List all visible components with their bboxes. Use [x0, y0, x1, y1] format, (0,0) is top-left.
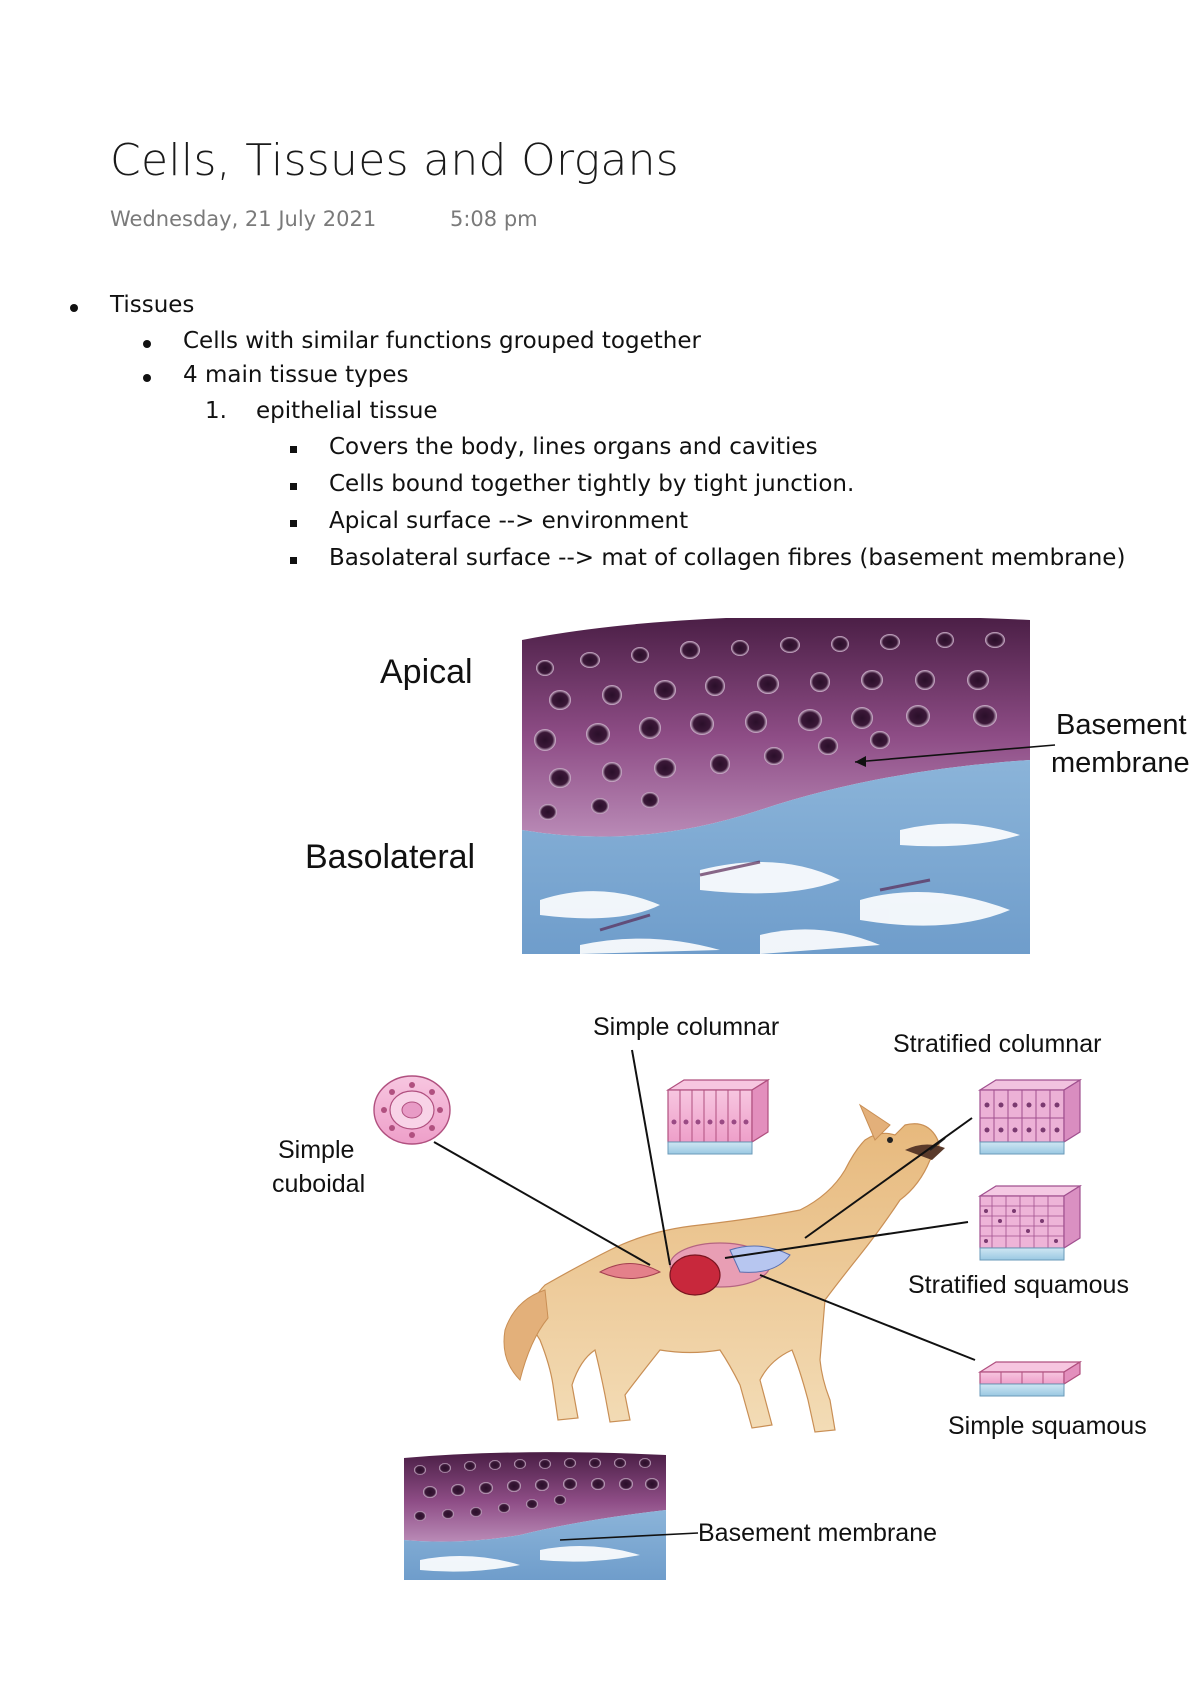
- label-basement-line2: membrane: [1051, 747, 1190, 779]
- note-level2: Cells with similar functions grouped tog…: [183, 328, 701, 354]
- simple-squamous-block-icon: [977, 1360, 1083, 1397]
- list-number: 1.: [205, 398, 227, 424]
- micrograph-small: [404, 1448, 666, 1580]
- label-basolateral: Basolateral: [305, 838, 475, 876]
- square-bullet-icon: [290, 446, 297, 453]
- page-title: Cells, Tissues and Organs: [110, 135, 679, 186]
- arrow-head-icon: [855, 756, 866, 767]
- micrograph-epithelium: [522, 618, 1030, 954]
- note-level4: Apical surface --> environment: [329, 508, 689, 534]
- stratified-squamous-block-icon: [977, 1184, 1083, 1261]
- simple-cuboidal-tube-icon: [373, 1075, 451, 1145]
- leader-lines: [433, 1049, 976, 1361]
- dog-illustration: [503, 1103, 946, 1433]
- page-time: 5:08 pm: [450, 207, 538, 231]
- note-level3: epithelial tissue: [256, 398, 438, 424]
- label-apical: Apical: [380, 653, 473, 691]
- label-basement-line1: Basement: [1056, 709, 1187, 741]
- note-level4: Cells bound together tightly by tight ju…: [329, 471, 855, 497]
- simple-columnar-block-icon: [665, 1078, 771, 1155]
- label-simple-squamous: Simple squamous: [948, 1412, 1147, 1440]
- label-simple-columnar: Simple columnar: [593, 1013, 779, 1041]
- square-bullet-icon: [290, 557, 297, 564]
- basement-membrane-pointer-small: [559, 1532, 699, 1541]
- note-level4: Basolateral surface --> mat of collagen …: [329, 545, 1126, 571]
- label-simple-cuboidal-line1: Simple: [278, 1136, 354, 1164]
- stratified-columnar-block-icon: [977, 1078, 1083, 1155]
- label-basement-membrane-small: Basement membrane: [698, 1519, 937, 1547]
- bullet-icon: [70, 304, 78, 312]
- note-level2: 4 main tissue types: [183, 362, 409, 388]
- basement-membrane-pointer: [854, 744, 1056, 763]
- note-level4: Covers the body, lines organs and caviti…: [329, 434, 818, 460]
- note-level1: Tissues: [110, 292, 195, 318]
- bullet-icon: [143, 374, 151, 382]
- square-bullet-icon: [290, 520, 297, 527]
- square-bullet-icon: [290, 483, 297, 490]
- bullet-icon: [143, 340, 151, 348]
- label-stratified-columnar: Stratified columnar: [893, 1030, 1101, 1058]
- page-date: Wednesday, 21 July 2021: [110, 207, 377, 231]
- label-simple-cuboidal-line2: cuboidal: [272, 1170, 365, 1198]
- label-stratified-squamous: Stratified squamous: [908, 1271, 1129, 1299]
